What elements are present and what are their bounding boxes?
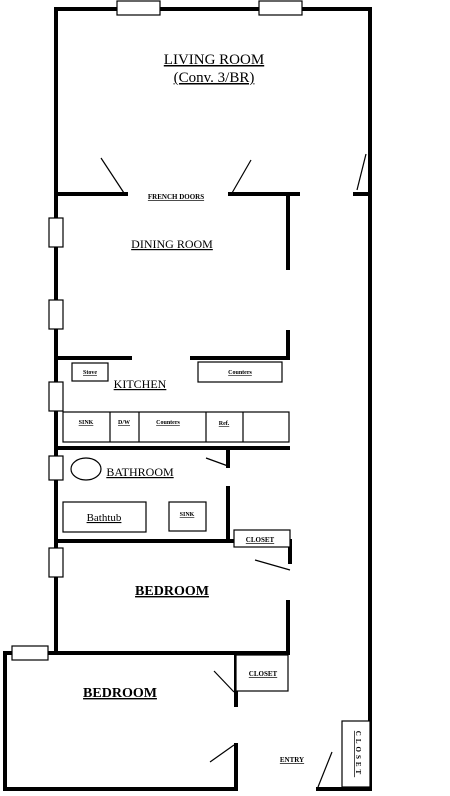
door-swing <box>254 559 291 571</box>
window <box>48 299 64 330</box>
kitchen-sink-label: SINK <box>79 420 94 426</box>
toilet <box>70 457 102 481</box>
window <box>48 381 64 412</box>
door-swing <box>100 157 125 194</box>
living-room-label: LIVING ROOM <box>164 52 264 68</box>
window <box>48 547 64 578</box>
closet-2 <box>235 654 289 692</box>
door-swing <box>317 751 333 788</box>
stove-label: Stove <box>83 370 97 376</box>
window <box>258 0 303 16</box>
door-swing <box>209 744 235 763</box>
counters-bottom-label: Counters <box>156 420 180 426</box>
room-labels: LIVING ROOM (Conv. 3/BR) FRENCH DOORS DI… <box>83 52 304 764</box>
window <box>116 0 161 16</box>
closet-1 <box>233 529 291 548</box>
counter-run <box>62 411 290 443</box>
windows <box>11 0 303 661</box>
bathroom-label: BATHROOM <box>106 465 174 479</box>
closet-entry-label: CLOSET <box>354 731 362 777</box>
stove <box>71 362 109 382</box>
counters-top <box>197 361 283 383</box>
door-swing <box>213 670 235 693</box>
window <box>48 455 64 481</box>
bedroom-2-label: BEDROOM <box>83 686 157 701</box>
kitchen-fixtures: Stove Counters SINK D/W Counters Ref. <box>62 361 290 443</box>
door-swing <box>205 457 229 467</box>
bathtub <box>62 501 147 533</box>
dishwasher-label: D/W <box>118 420 130 426</box>
counters-top-label: Counters <box>228 370 252 376</box>
bath-sink <box>168 501 207 532</box>
bathroom-fixtures: Bathtub SINK <box>62 457 207 533</box>
closet-2-label: CLOSET <box>249 670 278 678</box>
living-room-note: (Conv. 3/BR) <box>174 70 255 86</box>
kitchen-label: KITCHEN <box>114 377 167 391</box>
bath-sink-label: SINK <box>180 512 195 518</box>
window <box>11 645 49 661</box>
door-swing <box>231 159 252 194</box>
closets: CLOSET CLOSET CLOSET <box>233 529 371 788</box>
door-swing <box>356 153 367 191</box>
dining-room-label: DINING ROOM <box>131 237 213 251</box>
closet-1-label: CLOSET <box>246 536 275 544</box>
bathtub-label: Bathtub <box>87 512 122 524</box>
closet-entry <box>341 720 371 788</box>
exterior-walls <box>3 7 372 791</box>
window <box>48 217 64 248</box>
french-doors-label: FRENCH DOORS <box>148 193 204 201</box>
refrigerator-label: Ref. <box>219 421 230 427</box>
entry-label: ENTRY <box>280 756 304 764</box>
bedroom-1-label: BEDROOM <box>135 584 209 599</box>
